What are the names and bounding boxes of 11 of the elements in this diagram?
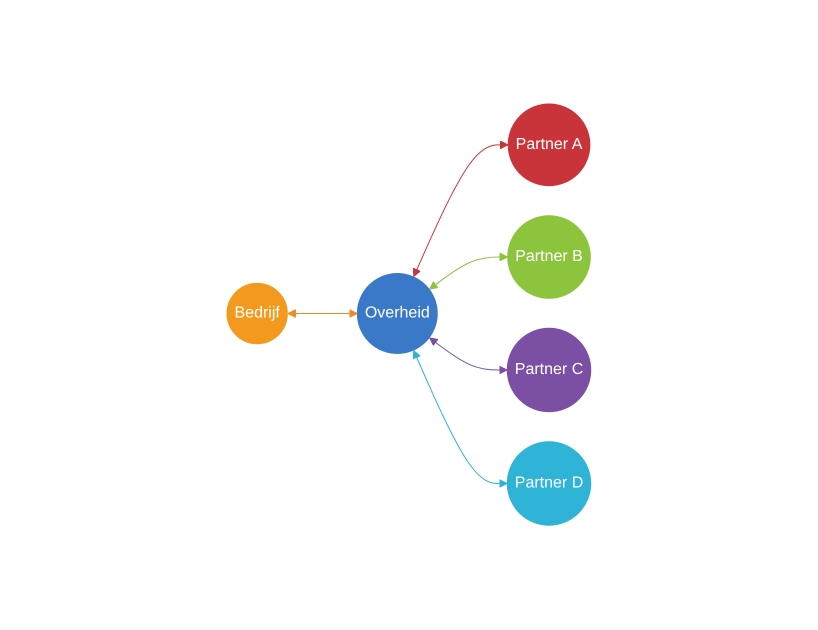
arrow	[429, 252, 508, 290]
arrow	[287, 310, 358, 318]
node-circle: Partner C	[506, 328, 592, 413]
arrow	[429, 338, 508, 375]
arrow	[413, 140, 509, 278]
node-circle: Partner B	[507, 216, 591, 300]
node-circle: Bedrijf	[226, 283, 288, 345]
node-circle: Partner A	[508, 104, 590, 187]
node-circle: Overheid	[356, 273, 438, 354]
arrow	[412, 350, 508, 488]
node-circle: Partner D	[506, 442, 592, 526]
